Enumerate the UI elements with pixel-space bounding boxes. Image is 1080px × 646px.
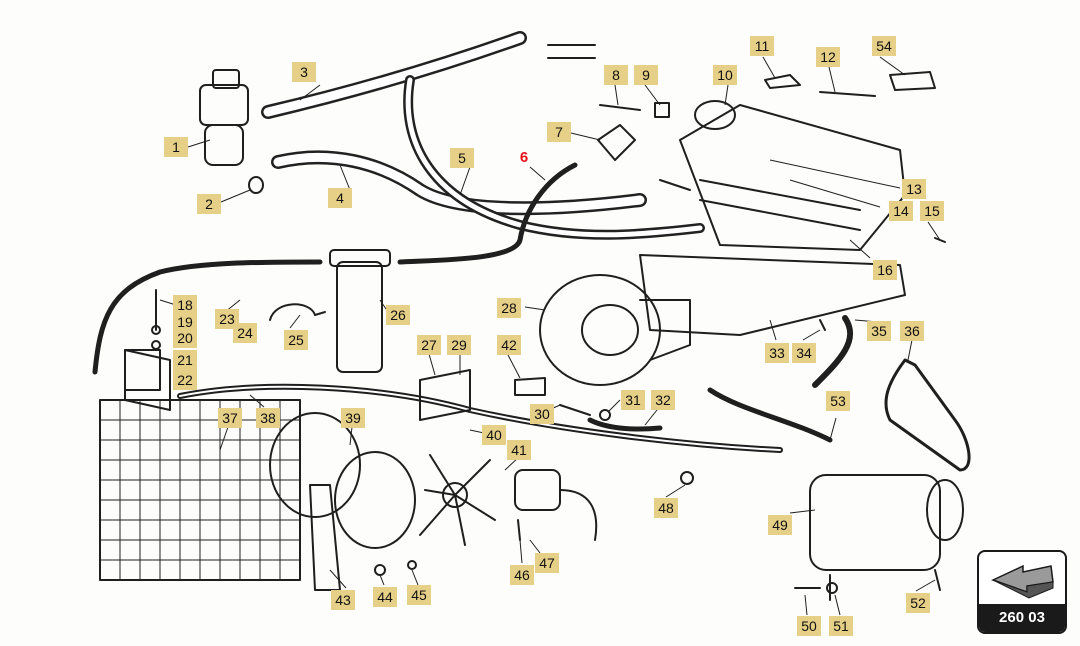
- part-callout-20[interactable]: 20: [173, 328, 197, 348]
- part-callout-31[interactable]: 31: [621, 390, 645, 410]
- part-callout-13[interactable]: 13: [902, 179, 926, 199]
- part-callout-53[interactable]: 53: [826, 391, 850, 411]
- section-code: 260 03: [979, 604, 1065, 632]
- part-callout-35[interactable]: 35: [867, 321, 891, 341]
- part-callout-33[interactable]: 33: [765, 343, 789, 363]
- part-callout-49[interactable]: 49: [768, 515, 792, 535]
- part-callout-8[interactable]: 8: [604, 65, 628, 85]
- part-callout-45[interactable]: 45: [407, 585, 431, 605]
- part-callout-27[interactable]: 27: [417, 335, 441, 355]
- part-callout-19[interactable]: 19: [173, 312, 197, 332]
- part-callout-5[interactable]: 5: [450, 148, 474, 168]
- part-callout-30[interactable]: 30: [530, 404, 554, 424]
- part-callout-26[interactable]: 26: [386, 305, 410, 325]
- direction-arrow-icon: [991, 564, 1054, 599]
- part-callout-11[interactable]: 11: [750, 36, 774, 56]
- part-callout-1[interactable]: 1: [164, 137, 188, 157]
- part-callout-41[interactable]: 41: [507, 440, 531, 460]
- part-callout-9[interactable]: 9: [634, 65, 658, 85]
- part-callout-47[interactable]: 47: [535, 553, 559, 573]
- part-callout-16[interactable]: 16: [873, 260, 897, 280]
- part-callout-6-highlighted[interactable]: 6: [519, 149, 529, 166]
- part-callout-48[interactable]: 48: [654, 498, 678, 518]
- part-callout-12[interactable]: 12: [816, 47, 840, 67]
- part-callout-2[interactable]: 2: [197, 194, 221, 214]
- part-callout-43[interactable]: 43: [331, 590, 355, 610]
- part-callout-15[interactable]: 15: [920, 201, 944, 221]
- part-callout-10[interactable]: 10: [713, 65, 737, 85]
- part-callout-37[interactable]: 37: [218, 408, 242, 428]
- part-callout-42[interactable]: 42: [497, 335, 521, 355]
- part-callout-50[interactable]: 50: [797, 616, 821, 636]
- part-callout-25[interactable]: 25: [284, 330, 308, 350]
- part-callout-3[interactable]: 3: [292, 62, 316, 82]
- part-callout-51[interactable]: 51: [829, 616, 853, 636]
- part-callout-28[interactable]: 28: [497, 298, 521, 318]
- part-callout-54[interactable]: 54: [872, 36, 896, 56]
- part-callout-40[interactable]: 40: [482, 425, 506, 445]
- part-callout-21[interactable]: 21: [173, 350, 197, 370]
- part-callout-32[interactable]: 32: [651, 390, 675, 410]
- part-callout-29[interactable]: 29: [447, 335, 471, 355]
- part-callout-34[interactable]: 34: [792, 343, 816, 363]
- part-callout-39[interactable]: 39: [341, 408, 365, 428]
- section-reference-card[interactable]: 260 03: [977, 550, 1067, 634]
- part-callout-38[interactable]: 38: [256, 408, 280, 428]
- part-callout-4[interactable]: 4: [328, 188, 352, 208]
- part-callout-46[interactable]: 46: [510, 565, 534, 585]
- part-callout-14[interactable]: 14: [889, 201, 913, 221]
- part-callout-36[interactable]: 36: [900, 321, 924, 341]
- part-callout-24[interactable]: 24: [233, 323, 257, 343]
- part-callout-52[interactable]: 52: [906, 593, 930, 613]
- part-callout-44[interactable]: 44: [373, 587, 397, 607]
- part-callout-18[interactable]: 18: [173, 295, 197, 315]
- part-callout-22[interactable]: 22: [173, 370, 197, 390]
- part-callout-7[interactable]: 7: [547, 122, 571, 142]
